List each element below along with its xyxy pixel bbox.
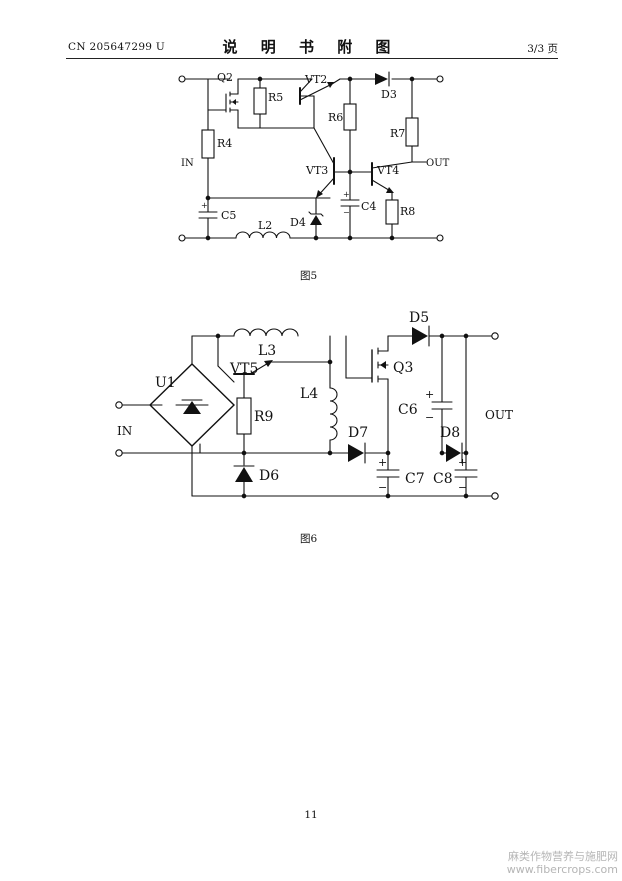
- fig5-vt2-transistor: [299, 78, 341, 129]
- fig5-label-out: OUT: [426, 158, 450, 169]
- fig5-r7-resistor: [405, 117, 419, 147]
- fig5-input-terminal-top: [178, 75, 186, 83]
- fig5-q2-mosfet: [207, 78, 239, 129]
- fig5-label-r5: R5: [268, 91, 283, 104]
- header-rule: [66, 58, 558, 59]
- fig5-d3-diode: [375, 71, 390, 87]
- fig5-label-c5: C5: [221, 209, 236, 222]
- svg-text:+: +: [201, 201, 208, 210]
- fig6-label-l3: L3: [258, 343, 276, 359]
- fig6-label-l4: L4: [300, 386, 318, 402]
- svg-text:+: +: [425, 388, 434, 401]
- fig5-label-in: IN: [181, 158, 194, 169]
- fig6-label-u1: U1: [155, 375, 176, 391]
- fig6-label-out: OUT: [485, 408, 513, 422]
- figure6-caption: 图6: [300, 533, 318, 545]
- fig5-r5-resistor: [253, 87, 267, 115]
- svg-text:+: +: [378, 456, 387, 469]
- svg-text:−: −: [343, 208, 350, 217]
- svg-text:+: +: [458, 456, 467, 469]
- fig5-r6-resistor: [343, 103, 357, 131]
- fig5-l2-inductor: [235, 231, 291, 239]
- fig6-d6-diode: [233, 452, 255, 497]
- fig5-label-d3: D3: [381, 88, 397, 101]
- page-number: 11: [304, 809, 318, 821]
- figure5-caption: 图5: [300, 270, 318, 282]
- fig5-label-vt3: VT3: [305, 164, 328, 177]
- fig5-label-r8: R8: [400, 205, 415, 218]
- patent-number: CN 205647299 U: [68, 41, 166, 53]
- fig6-label-c8: C8: [433, 471, 453, 487]
- fig5-input-terminal-bottom: [178, 234, 186, 242]
- page-title: 说 明 书 附 图: [222, 38, 400, 56]
- fig6-d7-diode: [329, 442, 389, 464]
- fig6-label-c7: C7: [405, 471, 425, 487]
- fig5-label-r6: R6: [328, 111, 343, 124]
- fig6-r9-resistor: [236, 397, 252, 435]
- watermark-line2: www.fibercrops.com: [506, 863, 618, 876]
- fig6-d5-diode: [412, 325, 430, 347]
- fig6-label-d6: D6: [259, 468, 279, 484]
- fig5-d4-zener-diode: [308, 197, 324, 239]
- fig6-vt5-transistor: [217, 335, 331, 399]
- fig5-label-vt4: VT4: [376, 164, 399, 177]
- fig5-label-d4: D4: [290, 216, 306, 229]
- fig5-label-l2: L2: [258, 219, 272, 232]
- fig5-output-terminal-top: [436, 75, 444, 83]
- fig6-input-terminal-bottom: [115, 449, 123, 457]
- fig6-label-d7: D7: [348, 425, 368, 441]
- fig6-label-q3: Q3: [393, 360, 413, 376]
- fig5-label-vt2: VT2: [304, 73, 327, 86]
- fig5-r4-resistor: [201, 129, 215, 159]
- fig5-label-r4: R4: [217, 137, 232, 150]
- figure5-schematic: Q2 VT2 D3 R5 R6 R7 R4 IN VT3 VT4 OUT C5 …: [178, 71, 450, 242]
- fig5-output-terminal-bottom: [436, 234, 444, 242]
- fig6-l3-inductor: [233, 328, 299, 337]
- svg-text:−: −: [378, 481, 387, 494]
- fig6-output-terminal-bottom: [491, 492, 499, 500]
- fig6-q3-mosfet: [371, 335, 389, 454]
- page-indicator: 3/3 页: [527, 43, 558, 55]
- fig5-label-c4: C4: [361, 200, 376, 213]
- fig6-output-terminal-top: [491, 332, 499, 340]
- fig6-label-c6: C6: [398, 402, 418, 418]
- fig6-label-vt5: VT5: [229, 361, 258, 377]
- fig6-label-r9: R9: [254, 409, 273, 425]
- fig5-label-q2: Q2: [217, 71, 233, 84]
- fig6-label-d5: D5: [409, 310, 429, 326]
- svg-text:−: −: [425, 411, 434, 424]
- watermark: 麻类作物营养与施肥网 www.fibercrops.com: [507, 850, 618, 876]
- watermark-line1: 麻类作物营养与施肥网: [508, 850, 618, 863]
- fig6-l4-inductor: [329, 387, 338, 441]
- fig5-vt3-transistor: [313, 127, 351, 199]
- fig6-label-d8: D8: [440, 425, 460, 441]
- figure6-schematic: D5 L3 VT5 Q3 U1 L4 R9 C6 OUT IN D7 D8 D6…: [115, 310, 513, 500]
- fig5-r8-resistor: [385, 199, 399, 225]
- svg-text:−: −: [458, 481, 467, 494]
- fig6-input-terminal-top: [115, 401, 123, 409]
- svg-text:+: +: [343, 190, 350, 199]
- fig6-label-in: IN: [117, 424, 132, 438]
- fig5-label-r7: R7: [390, 127, 405, 140]
